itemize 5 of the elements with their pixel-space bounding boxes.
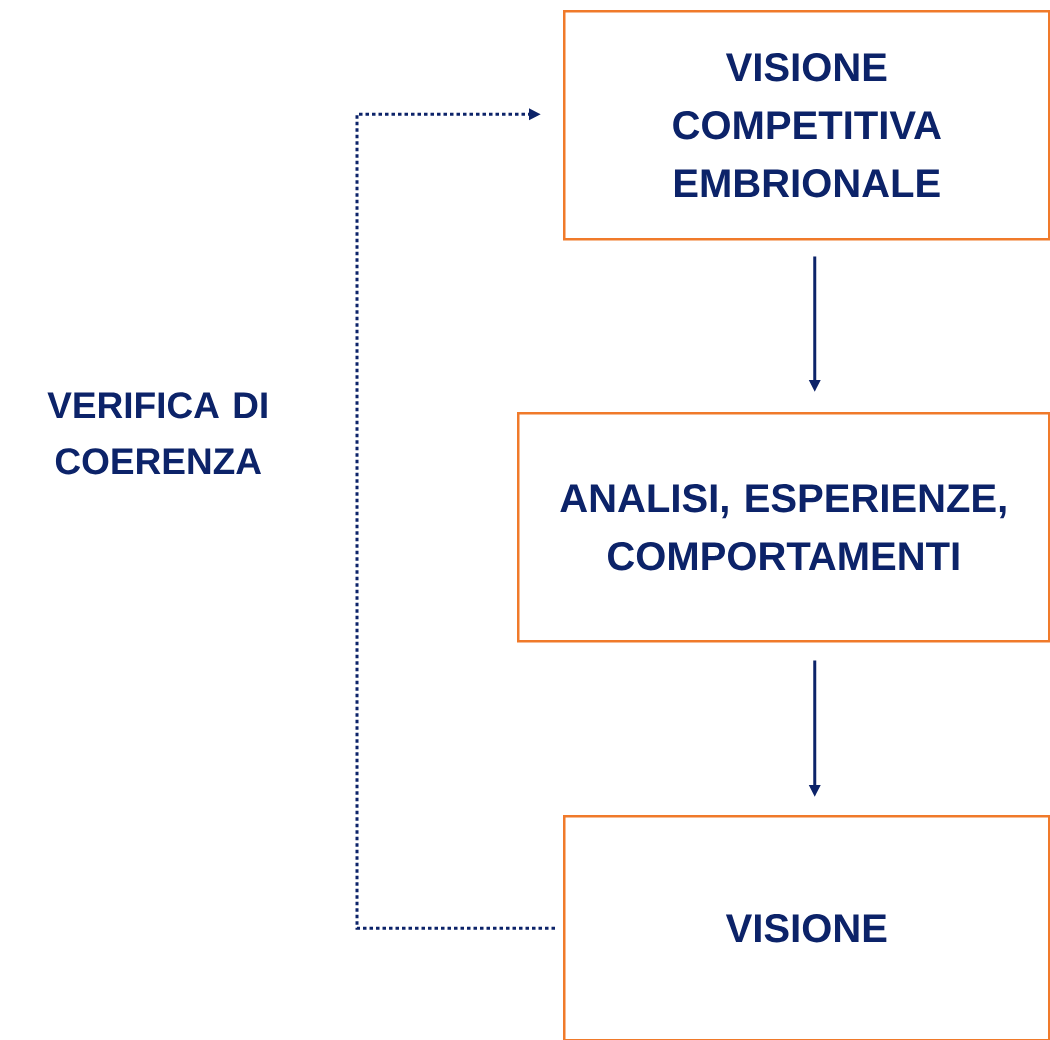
- process-box: VISIONE COMPETITIVA EMBRIONALE: [563, 10, 1050, 241]
- arrow: [355, 108, 555, 930]
- side-label: VERIFICA DI COERENZA: [47, 392, 267, 475]
- process-box: ANALISI, ESPERIENZE, COMPORTAMENTI: [517, 412, 1050, 643]
- process-box: VISIONE: [563, 815, 1050, 1040]
